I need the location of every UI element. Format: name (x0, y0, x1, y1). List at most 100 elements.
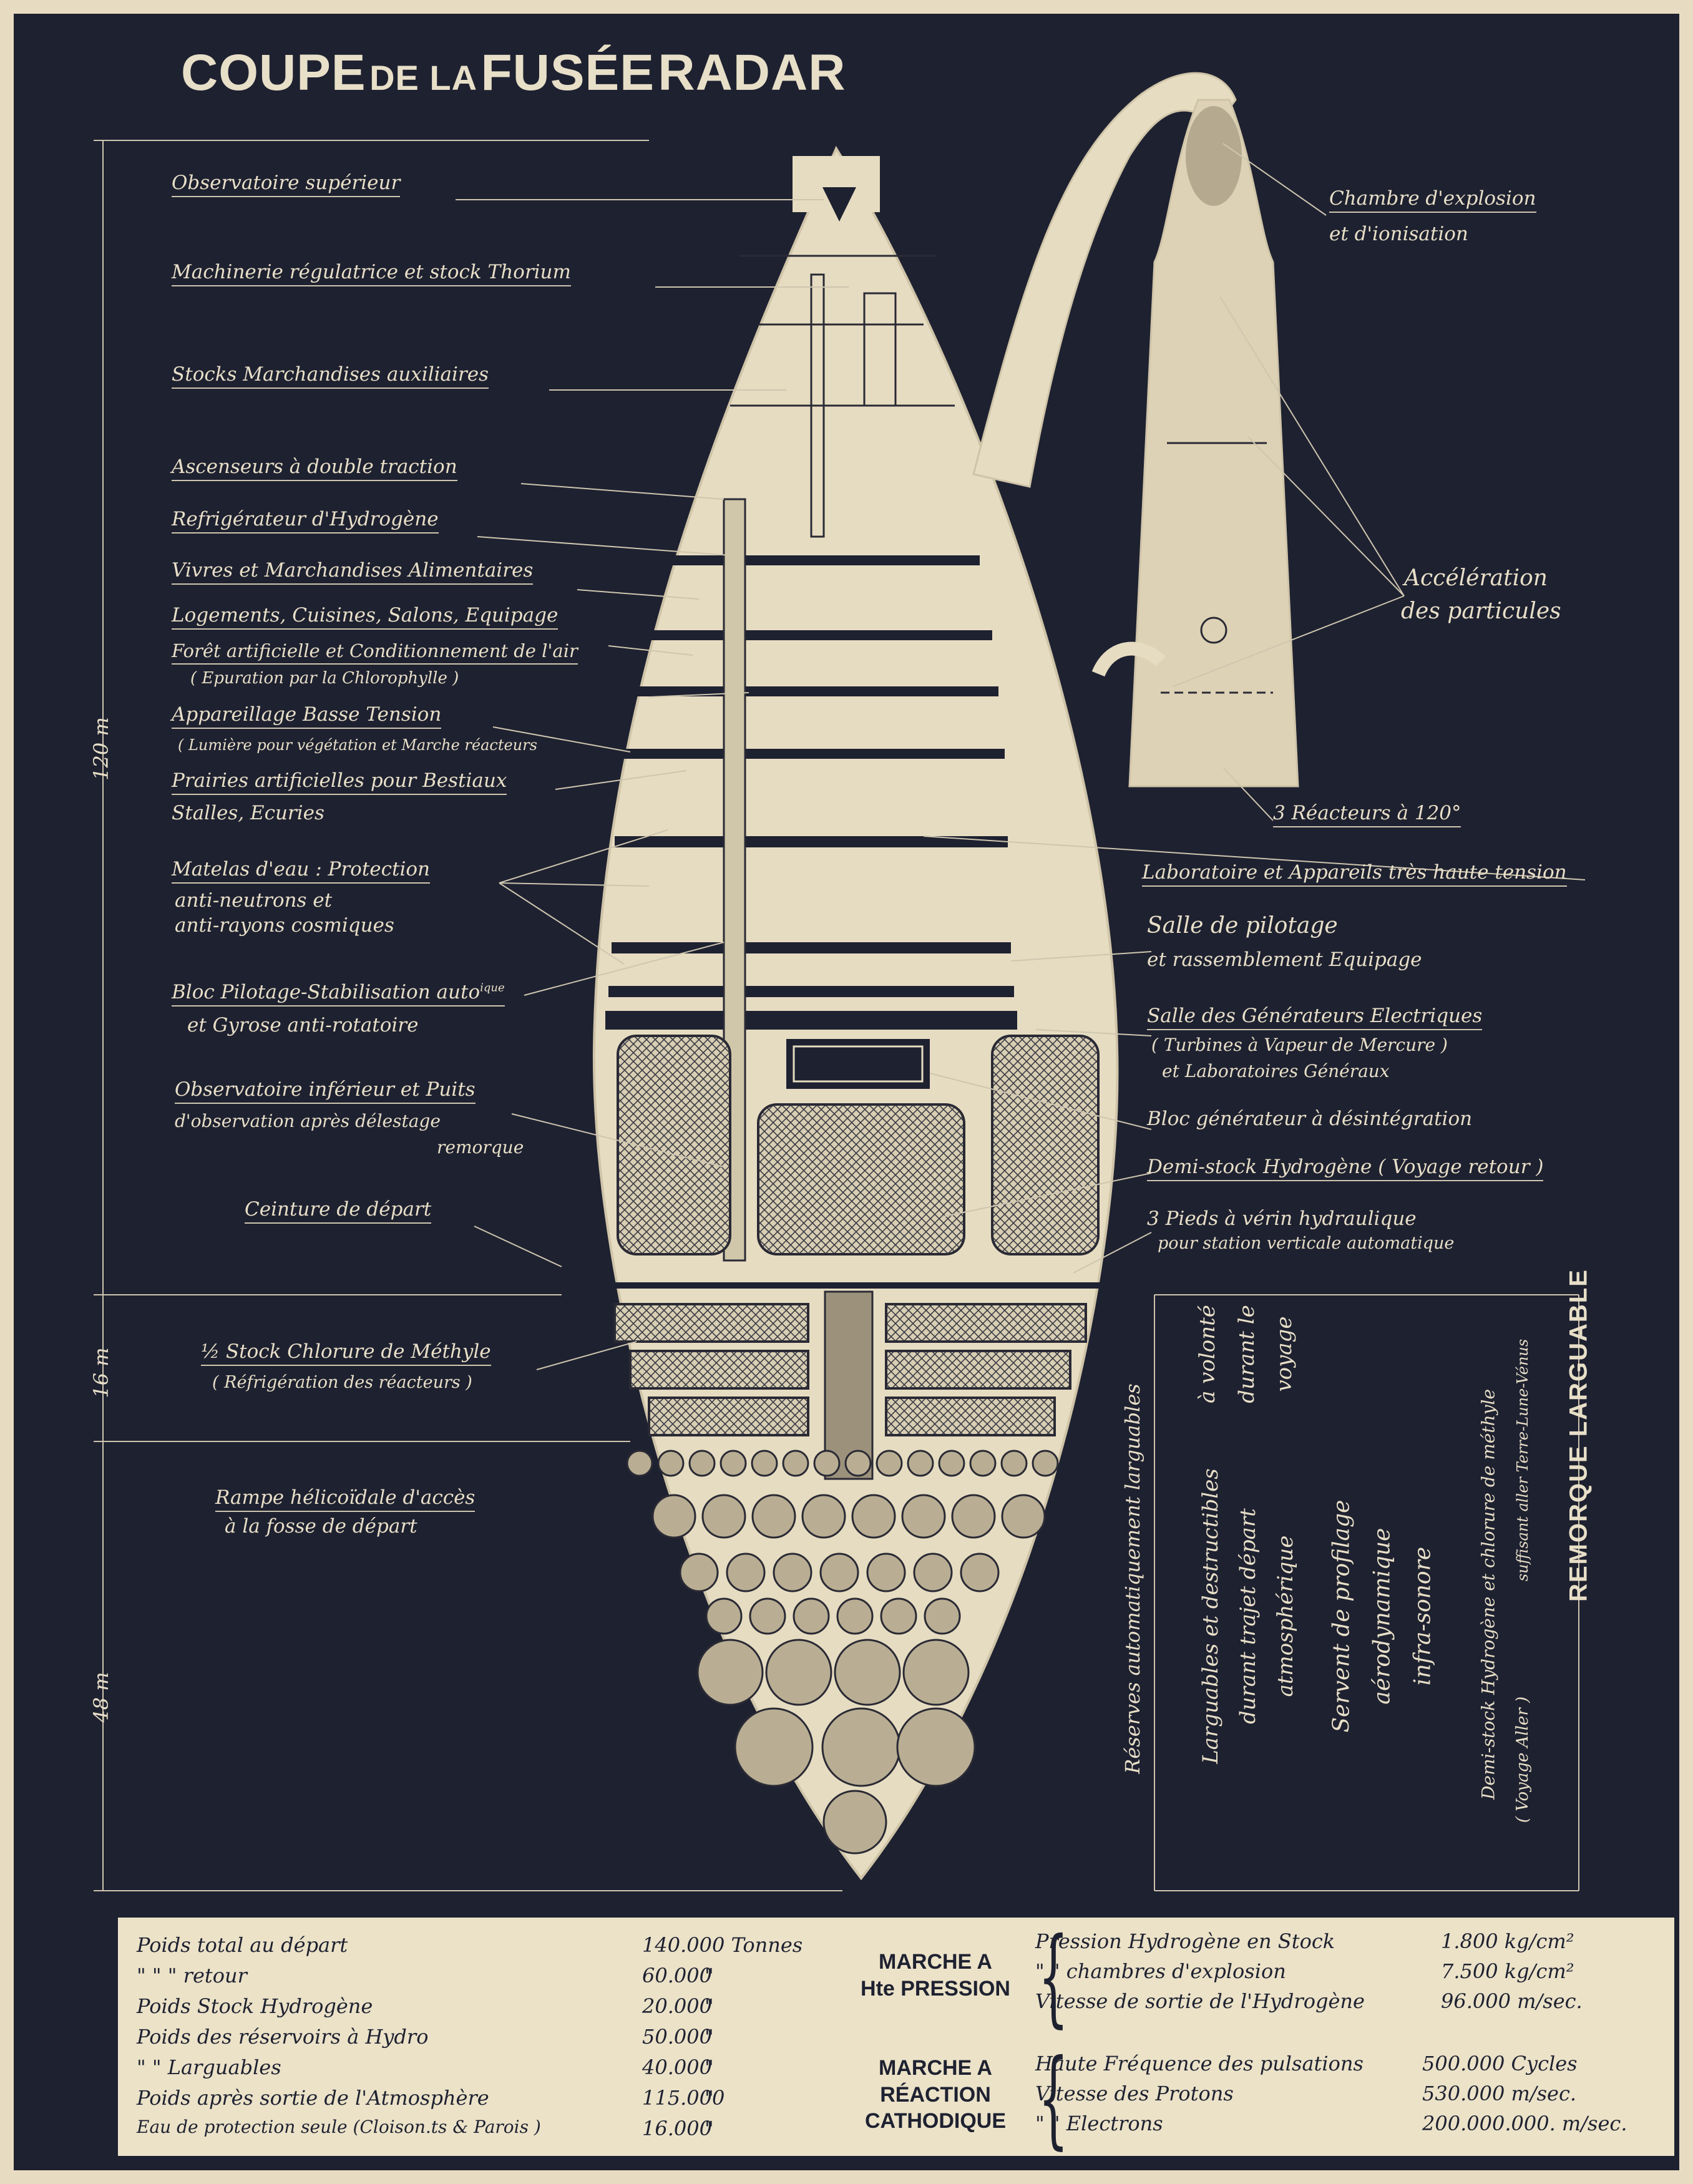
tank-sphere (821, 1707, 901, 1787)
dimension-16m: 16 m (89, 1347, 113, 1398)
leader-dots: _ _ _ _ _ _ _ _ _ _ : (492, 2027, 636, 2047)
note-reserves: Réserves automatiquement larguables (1121, 1383, 1144, 1774)
label-ionisation: et d'ionisation (1329, 223, 1468, 245)
tank-sphere (657, 1450, 685, 1477)
label-half-hydrogen-return: Demi-stock Hydrogène ( Voyage retour ) (1147, 1156, 1544, 1182)
note-voyage-aller: ( Voyage Aller ) (1513, 1696, 1532, 1823)
leader-dots: _ _ _ _ _ _ _ _ _ _ : (1335, 2113, 1416, 2133)
ditto-mark: " (705, 1964, 714, 1987)
label-hydraulic-feet: 3 Pieds à vérin hydraulique (1147, 1207, 1417, 1230)
leader-dots: _ _ _ _ _ _ _ _ _ _ : (1335, 2054, 1416, 2074)
note-voyage: voyage (1272, 1316, 1297, 1392)
label-three-reactors: 3 Réacteurs à 120° (1273, 802, 1461, 828)
note-a-volonte: à volonté (1195, 1305, 1220, 1403)
tank-sphere (1000, 1450, 1028, 1477)
label-acceleration: Accélération (1404, 565, 1548, 591)
tank-sphere (880, 1597, 917, 1635)
tank-sphere (913, 1553, 953, 1592)
label-explosion-chamber: Chambre d'explosion (1329, 187, 1536, 213)
cathodic-label: Vitesse des Protons (1035, 2082, 1234, 2105)
tank-sphere (951, 1494, 996, 1539)
tank-sphere (773, 1553, 812, 1592)
tank-sphere (679, 1553, 719, 1592)
label-anti-cosmic: anti-rayons cosmiques (175, 914, 394, 937)
note-infra-sonore: infra-sonore (1410, 1546, 1436, 1686)
tank-sphere (696, 1639, 764, 1706)
note-trajet: durant trajet départ (1236, 1508, 1261, 1724)
weight-label: Eau de protection seule (Cloison.ts & Pa… (137, 2117, 541, 2137)
dimension-120m: 120 m (89, 717, 113, 781)
label-particles: des particules (1401, 598, 1561, 624)
weight-value: 115.000 (642, 2086, 725, 2110)
tank-sphere (801, 1494, 846, 1539)
pressure-value: 96.000 m/sec. (1441, 1989, 1583, 2013)
weight-label: Poids total au départ (137, 1933, 348, 1957)
tank-sphere (751, 1450, 778, 1477)
label-anti-neutrons: anti-neutrons et (175, 889, 333, 912)
tank-sphere (960, 1553, 1000, 1592)
remorque-larguable-label: REMORQUE LARGUABLE (1564, 1269, 1593, 1602)
weight-label: " " Larguables (137, 2055, 281, 2079)
tank-sphere (969, 1450, 997, 1477)
tank-sphere (751, 1494, 796, 1539)
tank-sphere (626, 1450, 653, 1477)
label-piloting-room: Salle de pilotage (1147, 913, 1338, 938)
ditto-mark: " (705, 2055, 714, 2079)
tank-sphere (701, 1494, 746, 1539)
leader-dots: _ _ _ _ _ _ _ _ _ _ : (492, 1935, 636, 1955)
brace-high-pressure: { (1038, 1915, 1069, 2039)
tank-sphere (834, 1639, 901, 1706)
tank-sphere (734, 1707, 814, 1787)
label-reactor-cooling: ( Réfrigération des réacteurs ) (212, 1373, 472, 1392)
label-aux-stocks: Stocks Marchandises auxiliaires (172, 363, 489, 389)
ditto-mark: " (705, 2086, 714, 2110)
weight-value: 20.000 (642, 1994, 712, 2018)
tank-sphere (765, 1639, 832, 1706)
label-disintegration-block: Bloc générateur à désintégration (1147, 1108, 1473, 1130)
label-methyl-chloride: ½ Stock Chlorure de Méthyle (201, 1340, 491, 1367)
ditto-mark: " (705, 2025, 714, 2049)
label-water-mattress: Matelas d'eau : Protection (172, 858, 431, 884)
weight-value: 50.000 (642, 2025, 712, 2049)
tank-sphere (866, 1553, 906, 1592)
tank-sphere (938, 1450, 965, 1477)
ditto-mark: " (705, 2117, 714, 2140)
tank-sphere (924, 1597, 961, 1635)
tank-sphere (907, 1450, 934, 1477)
leader-dots: _ _ _ _ _ _ _ _ _ _ : (492, 2088, 636, 2108)
leader-dots: _ _ _ _ _ _ _ _ _ _ : (492, 1966, 636, 1986)
cathodic-label: " " Electrons (1035, 2112, 1163, 2135)
note-demi-stock: Demi-stock Hydrogène et chlorure de méth… (1478, 1388, 1499, 1800)
note-suffisant: suffisant aller Terre-Lune-Vénus (1514, 1338, 1531, 1582)
ditto-mark: " (705, 1994, 714, 2018)
label-general-labs: et Laboratoires Généraux (1162, 1061, 1390, 1081)
pressure-label: " " chambres d'explosion (1035, 1959, 1286, 1983)
label-light-vegetation: ( Lumière pour végétation et Marche réac… (178, 736, 537, 754)
label-gyrose: et Gyrose anti-rotatoire (187, 1014, 419, 1036)
label-living-quarters: Logements, Cuisines, Salons, Equipage (172, 604, 559, 630)
leader-dots: _ _ _ _ _ _ _ _ _ _ : (492, 2118, 636, 2138)
label-departure-belt: Ceinture de départ (245, 1198, 432, 1224)
weight-label: Poids des réservoirs à Hydro (137, 2025, 429, 2049)
pressure-value: 1.800 kg/cm² (1441, 1929, 1574, 1953)
weight-label: " " " retour (137, 1964, 247, 1987)
label-elevators: Ascenseurs à double traction (172, 456, 457, 482)
pressure-label: Vitesse de sortie de l'Hydrogène (1035, 1989, 1365, 2013)
cathodic-value: 200.000.000. m/sec. (1422, 2112, 1627, 2135)
label-machinery-thorium: Machinerie régulatrice et stock Thorium (172, 261, 571, 287)
tank-sphere (876, 1450, 903, 1477)
note-aerodynamique: aérodynamique (1369, 1528, 1395, 1705)
tank-sphere (896, 1707, 976, 1787)
leader-dots: _ _ _ _ _ _ _ _ _ _ : (1366, 1991, 1435, 2011)
weight-value: 16.000 (642, 2117, 712, 2140)
label-observation-well: d'observation après délestage (175, 1111, 441, 1131)
reactor-pipe (972, 72, 1237, 488)
label-chlorophyll: ( Epuration par la Chlorophylle ) (190, 669, 459, 688)
tank-sphere (844, 1450, 872, 1477)
tank-sphere (819, 1553, 859, 1592)
tank-sphere (705, 1597, 743, 1635)
weight-value: 40.000 (642, 2055, 712, 2079)
